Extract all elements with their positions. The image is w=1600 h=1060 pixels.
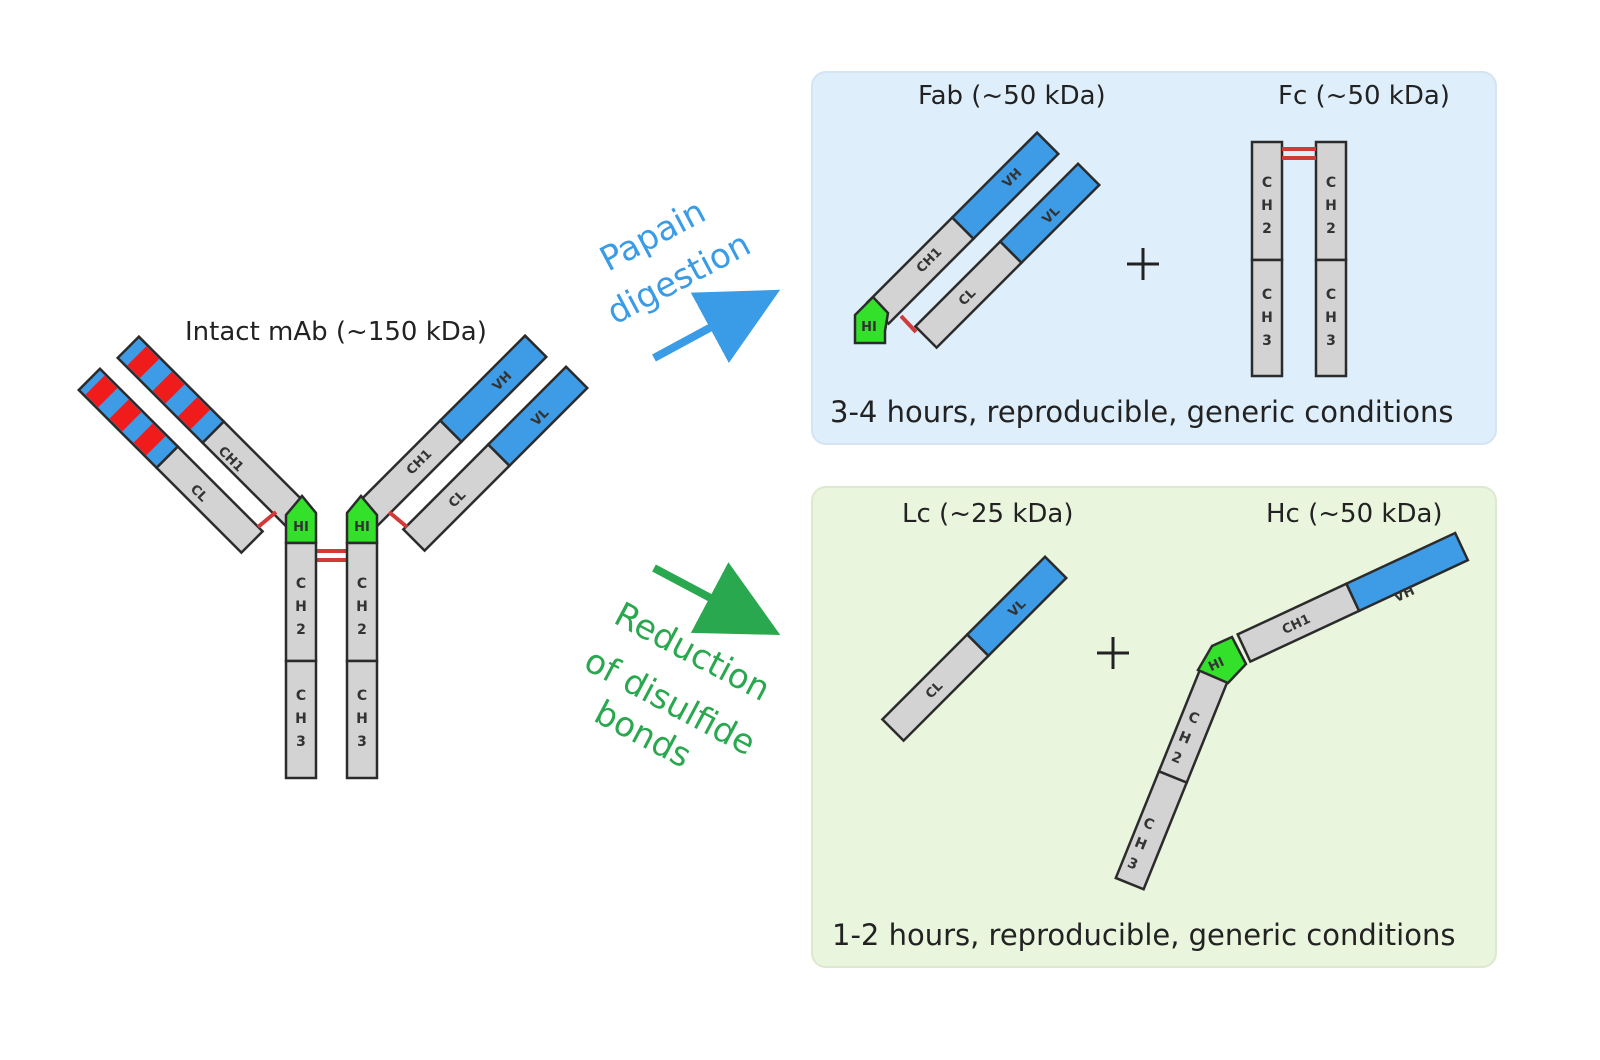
svg-text:C: C <box>1262 175 1272 191</box>
left-disulfide-bond <box>256 510 278 529</box>
left-ch3-domain <box>284 659 318 780</box>
svg-text:H: H <box>1261 310 1273 326</box>
hc-hinge-label: HI <box>1206 655 1227 675</box>
lc-title: Lc (~25 kDa) <box>902 499 1073 529</box>
hc-ch3-domain <box>1114 769 1189 891</box>
svg-text:H: H <box>295 599 307 615</box>
svg-text:3: 3 <box>1326 333 1336 349</box>
vh-cdr-domain <box>115 334 226 445</box>
fab-vl-domain <box>998 161 1102 265</box>
fab-disulfide-bond <box>899 314 918 334</box>
hc-title: Hc (~50 kDa) <box>1266 499 1443 529</box>
svg-text:H: H <box>1261 198 1273 214</box>
papain-digestion-arrow: Papain digestion <box>593 191 781 364</box>
left-ch2-label: C <box>296 576 306 592</box>
left-heavy-arm <box>115 334 311 530</box>
fab-title: Fab (~50 kDa) <box>918 81 1106 111</box>
right-disulfide-bond <box>387 510 409 529</box>
svg-text:H: H <box>1325 198 1337 214</box>
hc-vh-domain <box>1344 531 1470 613</box>
reduction-arrow-icon <box>652 562 781 635</box>
svg-text:3: 3 <box>357 734 367 750</box>
intact-mab: Intact mAb (~150 kDa) CH1 CL <box>76 317 590 780</box>
heavy-chain-fragment: CH1 VH C H 2 C H 3 HI <box>1114 531 1470 891</box>
intact-fc-labels: C H 2 C H 3 C H 2 C H 3 <box>295 576 368 750</box>
vh-domain <box>438 333 549 444</box>
right-ch2-label: C <box>357 576 367 592</box>
svg-text:2: 2 <box>1262 221 1272 237</box>
fab-fragment: CH1 VH CL VL HI <box>853 130 1102 350</box>
right-light-arm <box>401 364 590 553</box>
left-light-arm <box>76 366 265 555</box>
fab-vh-domain <box>950 130 1061 241</box>
svg-text:2: 2 <box>296 622 306 638</box>
light-chain-fragment: CL VL <box>880 554 1069 743</box>
svg-text:H: H <box>356 599 368 615</box>
hc-hinge <box>1196 635 1248 685</box>
svg-text:C: C <box>1326 287 1336 303</box>
svg-text:C: C <box>1262 287 1272 303</box>
right-heavy-arm <box>353 333 549 529</box>
left-hinge-label: HI <box>293 520 309 535</box>
fc-title: Fc (~50 kDa) <box>1278 81 1450 111</box>
fab-hinge-label: HI <box>861 320 877 335</box>
svg-text:3: 3 <box>296 734 306 750</box>
right-ch3-domain <box>345 659 379 780</box>
reduction-conditions: 1-2 hours, reproducible, generic conditi… <box>832 918 1455 952</box>
papain-conditions: 3-4 hours, reproducible, generic conditi… <box>830 395 1453 429</box>
svg-text:2: 2 <box>357 622 367 638</box>
papain-arrow-icon <box>652 289 781 364</box>
right-hinge-label: HI <box>354 520 370 535</box>
svg-text:3: 3 <box>1262 333 1272 349</box>
left-ch3-label: C <box>296 688 306 704</box>
fc-right-ch2-domain <box>1314 140 1348 262</box>
svg-text:2: 2 <box>1326 221 1336 237</box>
fab-hinge <box>853 295 890 345</box>
vl-cdr-domain <box>76 366 180 470</box>
svg-text:H: H <box>295 711 307 727</box>
vl-domain <box>486 364 590 468</box>
papain-plus <box>1127 248 1159 280</box>
fc-right-ch3-domain <box>1314 258 1348 378</box>
reduction-arrow: Reduction of disulfide bonds <box>578 562 781 776</box>
svg-text:H: H <box>356 711 368 727</box>
svg-text:H: H <box>1132 835 1149 854</box>
svg-text:H: H <box>1176 729 1193 748</box>
intact-mab-title: Intact mAb (~150 kDa) <box>185 317 487 347</box>
fc-left-ch3-domain <box>1250 258 1284 378</box>
lc-vl-domain <box>965 554 1069 658</box>
right-ch3-label: C <box>357 688 367 704</box>
svg-text:H: H <box>1325 310 1337 326</box>
svg-text:C: C <box>1326 175 1336 191</box>
reduction-plus <box>1097 637 1129 669</box>
fc-fragment: C H 2 C H 3 C H 2 C H 3 <box>1250 140 1348 378</box>
